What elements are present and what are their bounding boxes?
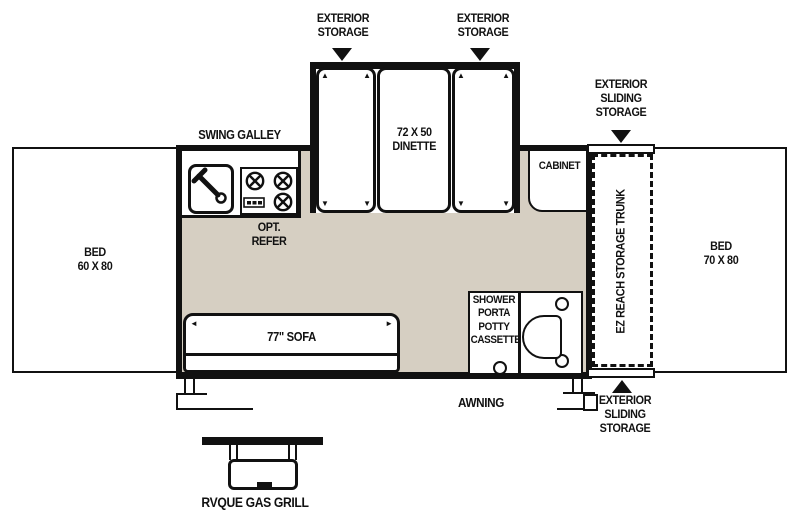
grill-label: RVQUE GAS GRILL: [201, 495, 309, 510]
arrow-down-icon: [470, 48, 490, 61]
sofa-label: 77" SOFA: [267, 330, 316, 344]
grill-vent: [257, 482, 272, 488]
trunk-label: EZ REACH STORAGE TRUNK: [613, 189, 628, 334]
arrow-up-icon: [612, 380, 632, 393]
entry-step-right: [581, 378, 583, 394]
awning-label: AWNING: [458, 395, 504, 410]
entry-step-left: [176, 393, 178, 410]
toilet-bowl: [522, 315, 562, 359]
stove: [240, 167, 298, 215]
entry-step-right: [583, 394, 598, 411]
entry-step-right: [572, 378, 574, 394]
fold-arrow-icon: ▲: [363, 71, 371, 80]
fold-arrow-icon: ◄: [190, 319, 198, 328]
dinette-label: 72 X 50 DINETTE: [392, 125, 436, 153]
fold-arrow-icon: ▼: [457, 199, 465, 208]
grill-mount-bar: [202, 437, 323, 445]
fold-arrow-icon: ►: [385, 319, 393, 328]
sliding-storage-strip-bottom: [587, 368, 655, 378]
entry-step-left: [176, 393, 207, 395]
exterior-storage-label-right: EXTERIOR STORAGE: [456, 11, 510, 39]
bed-right-label: BED 70 X 80: [703, 239, 739, 267]
cabinet-label: CABINET: [538, 160, 581, 172]
sofa: ◄ ►: [183, 313, 400, 373]
cassette-port: [493, 361, 507, 375]
wall-right: [586, 145, 592, 379]
exterior-sliding-storage-label-bottom: EXTERIOR SLIDING STORAGE: [598, 393, 652, 435]
ez-reach-storage-trunk: [592, 154, 653, 367]
grill-arm: [229, 445, 238, 460]
swing-galley-label: SWING GALLEY: [198, 128, 281, 142]
grill-arm: [288, 445, 297, 460]
fold-arrow-icon: ▼: [502, 199, 510, 208]
bed-left-label: BED 60 X 80: [77, 245, 113, 273]
wall-top-right: [517, 145, 592, 151]
fold-arrow-icon: ▲: [457, 71, 465, 80]
sink: [188, 164, 234, 214]
dinette-bench-left: ▲ ▲ ▼ ▼: [316, 67, 376, 213]
wall-bottom: [176, 372, 592, 379]
entry-step-right: [563, 392, 595, 394]
shower-label: SHOWER PORTA POTTY CASSETTE: [470, 294, 521, 347]
arrow-down-icon: [332, 48, 352, 61]
entry-step-left: [184, 378, 186, 394]
dinette-table: 72 X 50 DINETTE: [377, 67, 451, 213]
exterior-storage-label-left: EXTERIOR STORAGE: [316, 11, 370, 39]
dinette-bench-right: ▲ ▲ ▼ ▼: [452, 67, 515, 213]
burner-icon: [243, 171, 293, 212]
fold-arrow-icon: ▼: [321, 199, 329, 208]
wall-top-left: [176, 145, 313, 151]
bed-left: [12, 147, 178, 373]
sofa-seat-line: [186, 353, 397, 356]
shower-fitting-top: [555, 297, 569, 311]
wall-left: [176, 145, 182, 379]
fold-arrow-icon: ▲: [321, 71, 329, 80]
fold-arrow-icon: ▲: [502, 71, 510, 80]
sliding-storage-strip-top: [587, 144, 655, 154]
arrow-down-icon: [611, 130, 631, 143]
entry-step-left: [193, 378, 195, 394]
exterior-sliding-storage-label-top: EXTERIOR SLIDING STORAGE: [594, 77, 648, 119]
faucet-icon: [191, 167, 227, 204]
shower-divider: [518, 291, 521, 375]
fold-arrow-icon: ▼: [363, 199, 371, 208]
entry-step-left: [176, 408, 253, 410]
cabinet: CABINET: [528, 145, 591, 212]
entry-step-right: [557, 408, 585, 410]
opt-refer-label: OPT. REFER: [251, 220, 287, 248]
